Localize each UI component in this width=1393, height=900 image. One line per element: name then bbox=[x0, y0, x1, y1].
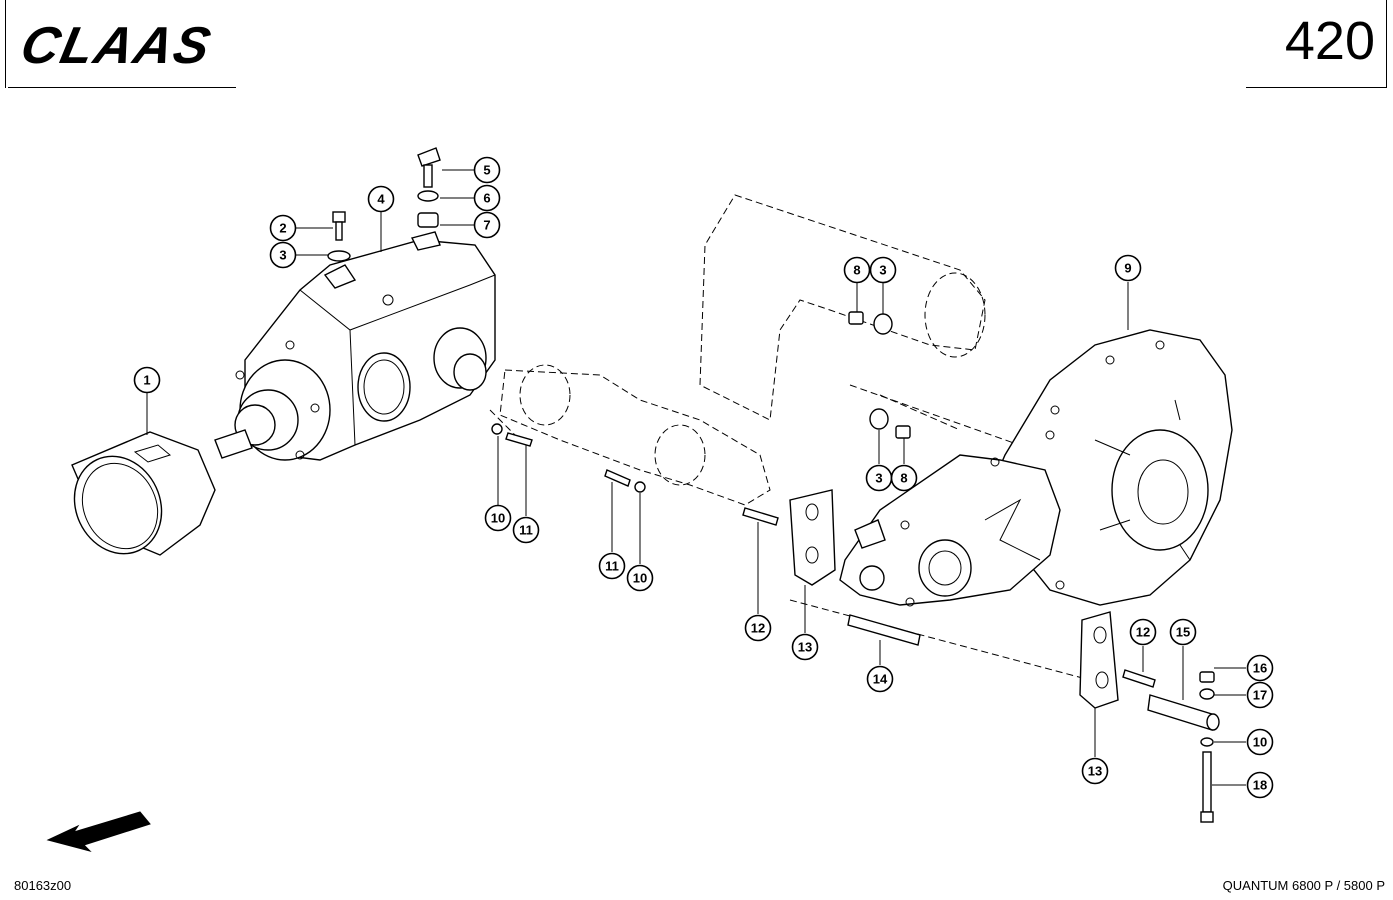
svg-text:8: 8 bbox=[853, 263, 860, 278]
svg-text:16: 16 bbox=[1253, 661, 1267, 676]
callout-12-right: 12 bbox=[1129, 618, 1157, 646]
callout-11-center: 11 bbox=[598, 552, 626, 580]
svg-text:4: 4 bbox=[377, 192, 385, 207]
svg-text:10: 10 bbox=[491, 511, 505, 526]
svg-text:3: 3 bbox=[879, 263, 886, 278]
callout-11-left: 11 bbox=[512, 516, 540, 544]
callout-6: 6 bbox=[473, 184, 501, 212]
callout-17: 17 bbox=[1246, 681, 1274, 709]
callout-7: 7 bbox=[473, 211, 501, 239]
ghost-drive-shaft bbox=[489, 364, 771, 506]
callout-9: 9 bbox=[1114, 254, 1142, 282]
svg-text:6: 6 bbox=[483, 191, 490, 206]
callout-5: 5 bbox=[473, 156, 501, 184]
svg-text:3: 3 bbox=[279, 248, 286, 263]
part-secondary-gearbox bbox=[839, 454, 1061, 607]
model-name: QUANTUM 6800 P / 5800 P bbox=[1222, 878, 1385, 893]
header-rule-left bbox=[8, 87, 236, 88]
header-rule-right bbox=[1246, 87, 1386, 88]
svg-text:10: 10 bbox=[633, 571, 647, 586]
svg-text:11: 11 bbox=[519, 523, 533, 538]
callout-12-left: 12 bbox=[744, 614, 772, 642]
svg-text:13: 13 bbox=[798, 640, 812, 655]
svg-text:7: 7 bbox=[483, 218, 490, 233]
svg-text:12: 12 bbox=[1136, 625, 1150, 640]
callout-14: 14 bbox=[866, 665, 894, 693]
svg-text:10: 10 bbox=[1253, 735, 1267, 750]
svg-text:8: 8 bbox=[900, 471, 907, 486]
page-number: 420 bbox=[1284, 11, 1375, 71]
header-frame-right bbox=[1386, 0, 1387, 88]
svg-text:11: 11 bbox=[605, 559, 619, 574]
svg-text:14: 14 bbox=[873, 672, 888, 687]
callout-4: 4 bbox=[367, 185, 395, 213]
callout-3-upper: 3 bbox=[869, 256, 897, 284]
drawing-code: 80163z00 bbox=[14, 878, 72, 893]
svg-text:13: 13 bbox=[1088, 764, 1102, 779]
callout-13-left: 13 bbox=[791, 633, 819, 661]
callout-15: 15 bbox=[1169, 618, 1197, 646]
fasteners bbox=[327, 147, 1215, 823]
svg-text:17: 17 bbox=[1253, 688, 1267, 703]
svg-text:18: 18 bbox=[1253, 778, 1267, 793]
direction-arrow-icon bbox=[46, 811, 151, 852]
leader-lines bbox=[146, 169, 1246, 786]
plates-and-pin bbox=[789, 489, 1220, 731]
callout-13-right: 13 bbox=[1081, 757, 1109, 785]
svg-text:5: 5 bbox=[483, 163, 490, 178]
callout-1: 1 bbox=[133, 366, 161, 394]
svg-text:2: 2 bbox=[279, 221, 286, 236]
callout-8-upper: 8 bbox=[843, 256, 871, 284]
callout-8-lower: 8 bbox=[890, 464, 918, 492]
callout-10-center: 10 bbox=[626, 564, 654, 592]
callout-3: 3 bbox=[269, 241, 297, 269]
svg-text:3: 3 bbox=[875, 471, 882, 486]
callout-10-right: 10 bbox=[1246, 728, 1274, 756]
part-angle-gearbox bbox=[214, 231, 496, 461]
svg-text:9: 9 bbox=[1124, 261, 1131, 276]
svg-text:12: 12 bbox=[751, 621, 765, 636]
callout-10-left: 10 bbox=[484, 504, 512, 532]
callout-16: 16 bbox=[1246, 654, 1274, 682]
callout-2: 2 bbox=[269, 214, 297, 242]
svg-text:1: 1 bbox=[143, 373, 150, 388]
svg-text:15: 15 bbox=[1176, 625, 1190, 640]
callout-3-lower: 3 bbox=[865, 464, 893, 492]
part-guard-cone bbox=[71, 431, 216, 556]
callout-18: 18 bbox=[1246, 771, 1274, 799]
header-frame-left bbox=[5, 0, 6, 88]
